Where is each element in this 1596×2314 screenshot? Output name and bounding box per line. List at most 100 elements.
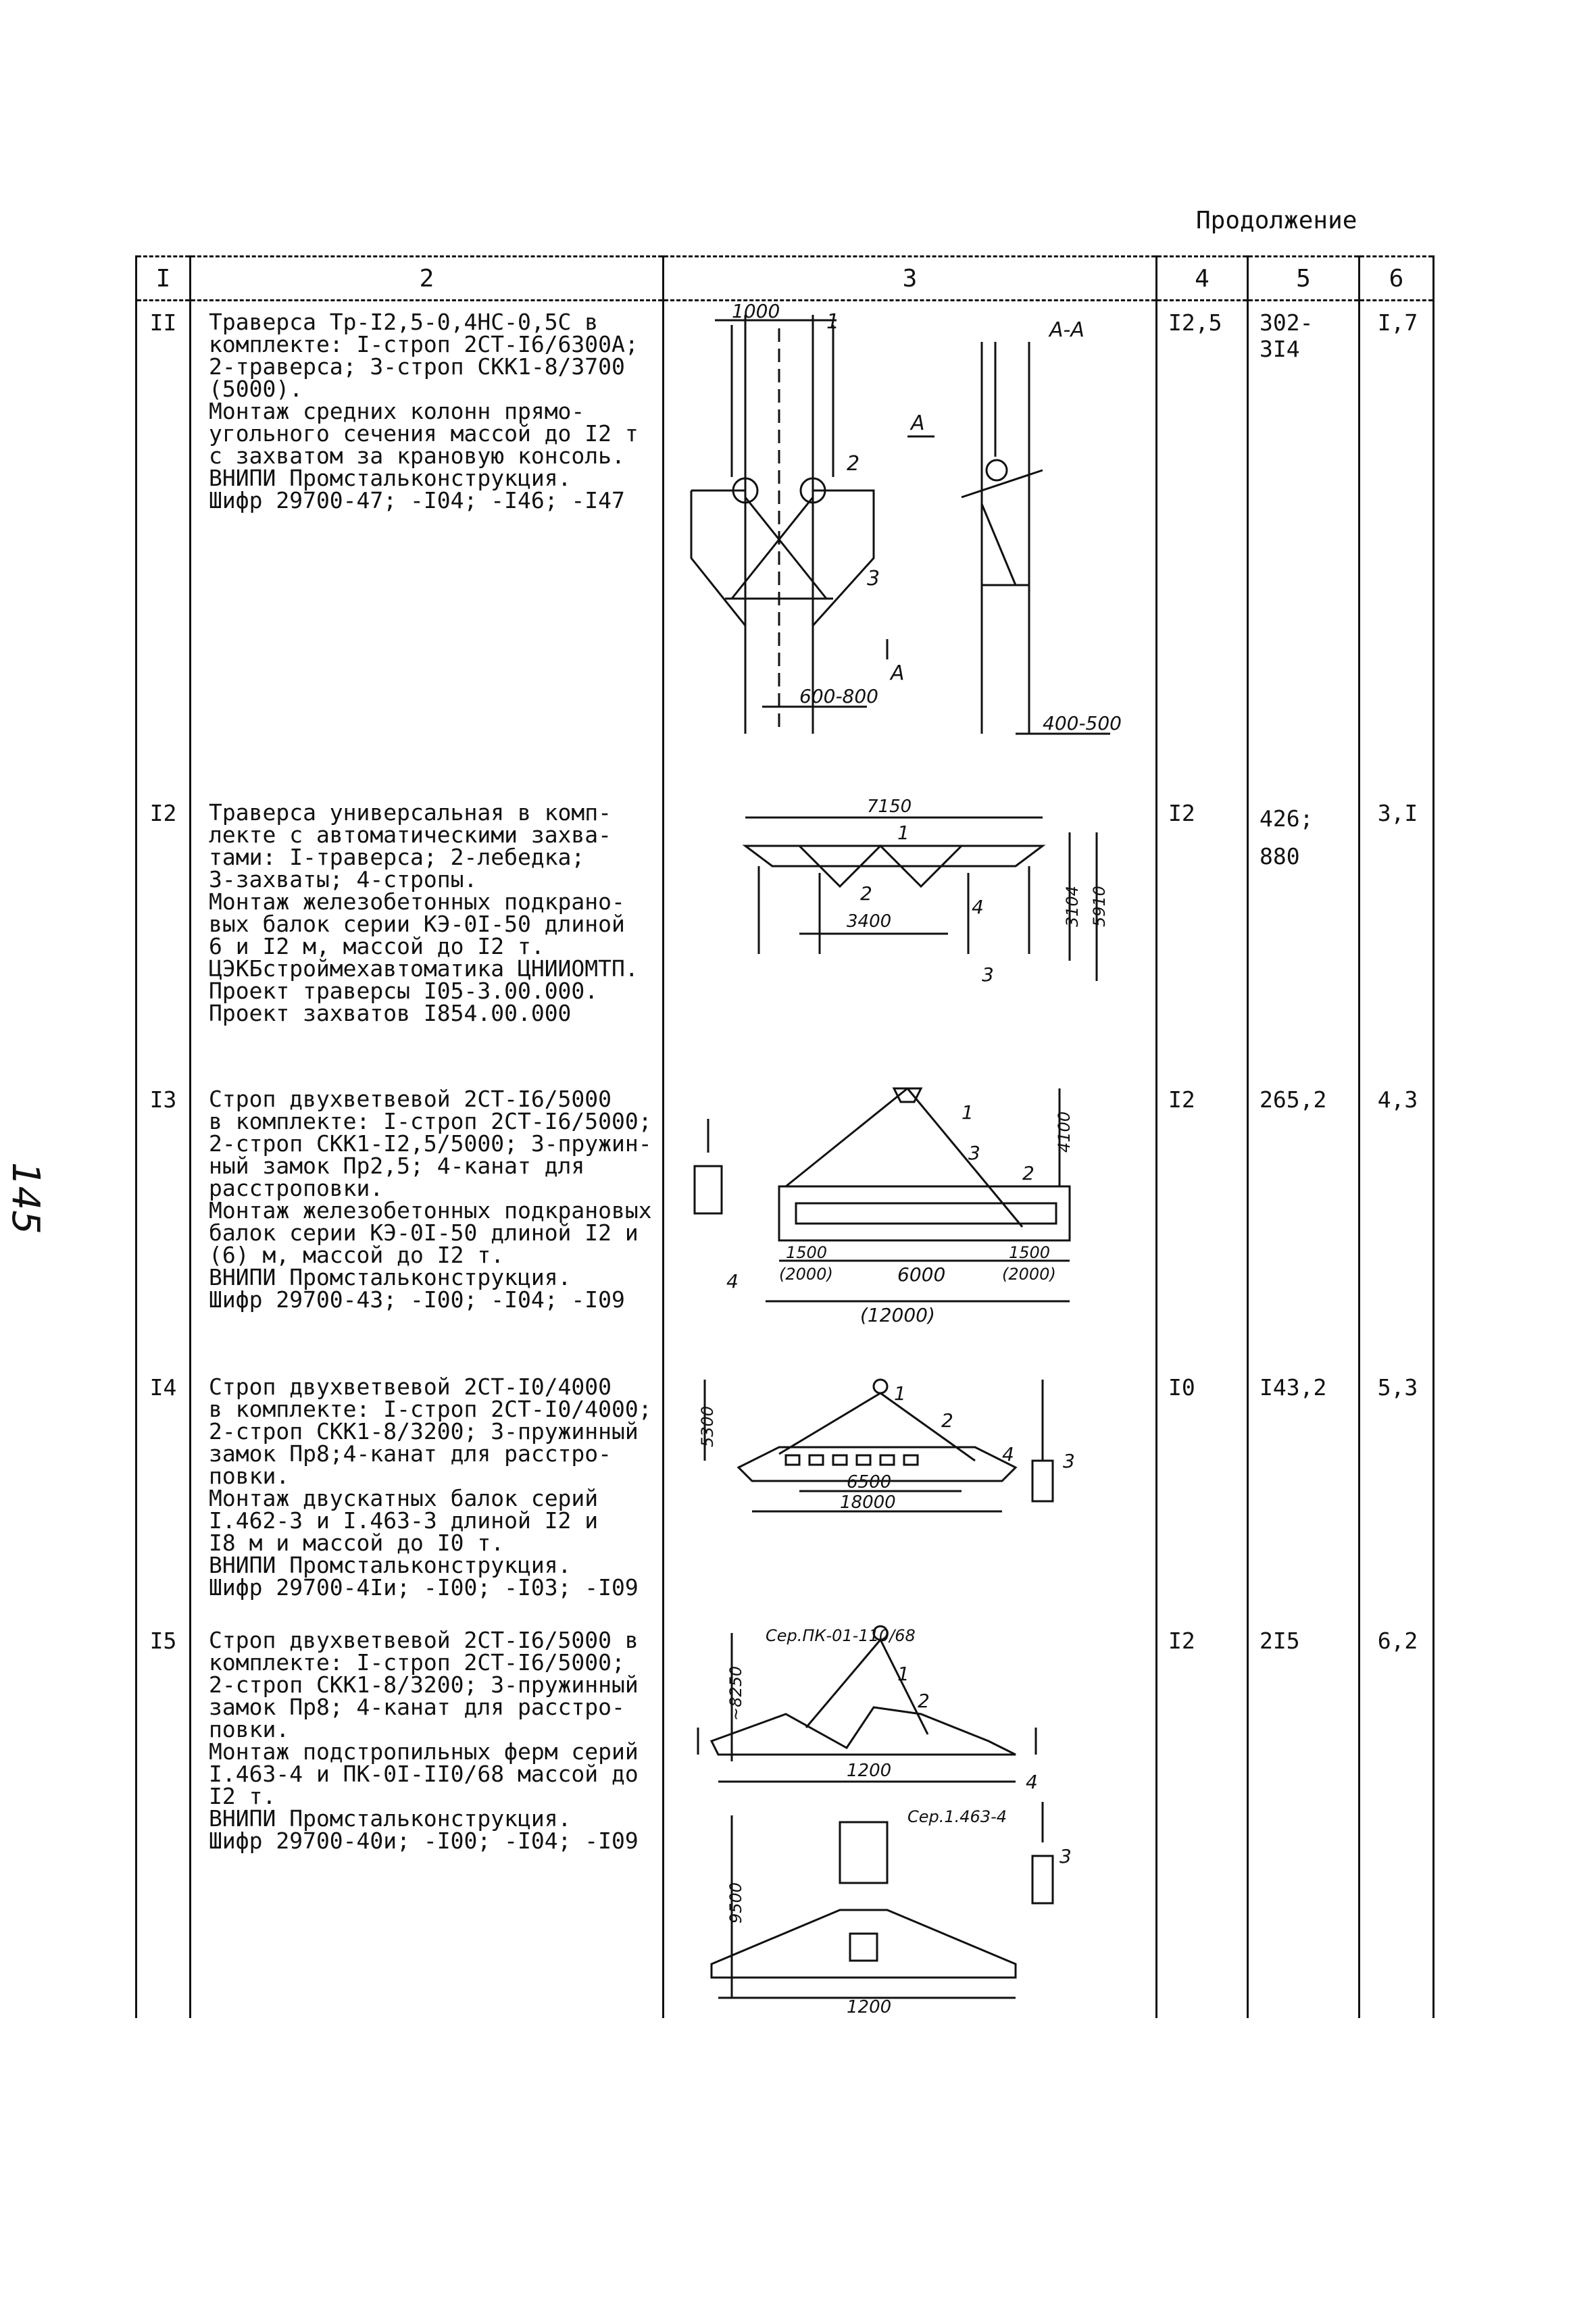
- desc-line: повки.: [209, 1716, 290, 1742]
- desc-line: Траверса универсальная в комп-: [209, 799, 612, 826]
- row-col5: 302- 3I4: [1247, 300, 1360, 792]
- desc-line: в комплекте: I-строп 2СТ-I6/5000;: [209, 1108, 652, 1134]
- callout-4: 4: [1026, 1771, 1038, 1793]
- two-leg-sling-truss-drawing: Сер.ПК-01-110/68 ~8250 1200 Сер.1.463-4 …: [697, 1625, 1072, 2017]
- desc-line: замок Пр8; 4-канат для расстро-: [209, 1694, 625, 1720]
- continuation-label: Продолжение: [1196, 207, 1357, 234]
- table-row: II Траверса Тр-I2,5-0,4НС-0,5С в комплек…: [135, 300, 1435, 792]
- header-col-1: I: [135, 255, 191, 301]
- row-description: Траверса Тр-I2,5-0,4НС-0,5С в комплекте:…: [189, 300, 664, 792]
- page-number: 145: [3, 1162, 47, 1234]
- row-number: I5: [135, 1619, 191, 2018]
- desc-line: ВНИПИ Промстальконструкция.: [209, 465, 572, 491]
- header-col-4: 4: [1155, 255, 1249, 301]
- row-figure: 5300 6500 18000 1 2 3 4: [662, 1366, 1157, 1619]
- dim-top: 7150: [867, 797, 912, 817]
- callout-1: 1: [894, 1382, 906, 1405]
- row-col6: 5,3: [1358, 1366, 1435, 1619]
- row-number: I3: [135, 1078, 191, 1366]
- row-figure: Сер.ПК-01-110/68 ~8250 1200 Сер.1.463-4 …: [662, 1619, 1157, 2018]
- row-col5: I43,2: [1247, 1366, 1360, 1619]
- desc-line: с захватом за крановую консоль.: [209, 443, 625, 469]
- desc-line: Монтаж железобетонных подкрановых: [209, 1197, 652, 1224]
- dim-v2: 5910: [1090, 886, 1109, 927]
- table-row: I3 Строп двухветвевой 2СТ-I6/5000 в комп…: [135, 1078, 1435, 1366]
- dim-1: 1500: [786, 1243, 827, 1262]
- desc-line: I.463-4 и ПК-0I-II0/68 массой до: [209, 1761, 639, 1787]
- desc-line: Шифр 29700-47; -I04; -I46; -I47: [209, 487, 625, 513]
- desc-line: ВНИПИ Промстальконструкция.: [209, 1552, 572, 1578]
- dim-v1: ~8250: [726, 1666, 745, 1721]
- dim-v: 5300: [698, 1406, 717, 1447]
- header-col-2: 2: [189, 255, 664, 301]
- main-table: I 2 3 4 5 6 II Траверса Тр-I2,5-0,4НС-0,…: [135, 255, 1435, 2018]
- desc-line: ВНИПИ Промстальконструкция.: [209, 1805, 572, 1832]
- desc-line: комплекте: I-строп 2СТ-I6/6300А;: [209, 331, 639, 357]
- row-description: Строп двухветвевой 2СТ-I6/5000 в комплек…: [189, 1078, 664, 1366]
- desc-line: лекте с автоматическими захва-: [209, 822, 612, 848]
- table-row: I2 Траверса универсальная в комп- лекте …: [135, 792, 1435, 1078]
- desc-line: Шифр 29700-4Iи; -I00; -I03; -I09: [209, 1574, 639, 1601]
- row-description: Траверса универсальная в комп- лекте с а…: [189, 792, 664, 1078]
- desc-line: тами: I-траверса; 2-лебедка;: [209, 844, 585, 870]
- row-figure: 7150 3400 3104 5910 1 2 3 4: [662, 792, 1157, 1078]
- desc-line: 6 и I2 м, массой до I2 т.: [209, 933, 545, 959]
- desc-line: Проект траверсы I05-3.00.000.: [209, 978, 599, 1004]
- table-row: I5 Строп двухветвевой 2СТ-I6/5000 в комп…: [135, 1619, 1435, 2018]
- dim-3b: (2000): [1002, 1265, 1056, 1284]
- callout-2: 2: [918, 1690, 930, 1712]
- desc-line: Строп двухветвевой 2СТ-I0/4000: [209, 1374, 612, 1400]
- traverse-column-drawing: 1000 1 2 3 А-А А А 600-800 400-500: [690, 301, 1122, 735]
- row-number: II: [135, 300, 191, 792]
- callout-1: 1: [897, 1663, 909, 1685]
- row-col6: 4,3: [1358, 1078, 1435, 1366]
- callout-1: 1: [826, 310, 839, 334]
- header-row: I 2 3 4 5 6: [135, 255, 1435, 301]
- callout-2: 2: [847, 452, 859, 476]
- desc-line: Монтаж двускатных балок серий: [209, 1485, 599, 1511]
- dim-a: 600-800: [799, 685, 878, 707]
- row-col4: I2: [1155, 1619, 1249, 2018]
- section-label: А-А: [1048, 318, 1084, 342]
- dim-total: (12000): [860, 1304, 935, 1326]
- desc-line: ВНИПИ Промстальконструкция.: [209, 1264, 572, 1290]
- row-col4: I2: [1155, 792, 1249, 1078]
- dim-1b: (2000): [779, 1265, 833, 1284]
- dim-mid: 3400: [847, 911, 891, 932]
- desc-line: I2 т.: [209, 1783, 276, 1809]
- universal-traverse-drawing: 7150 3400 3104 5910 1 2 3 4: [742, 797, 1109, 986]
- callout-4: 4: [726, 1270, 739, 1292]
- desc-line: Шифр 29700-40и; -I00; -I04; -I09: [209, 1828, 639, 1854]
- series-2: Сер.1.463-4: [907, 1807, 1007, 1826]
- desc-line: 3-захваты; 4-стропы.: [209, 866, 478, 892]
- callout-3: 3: [1063, 1450, 1075, 1472]
- callout-1: 1: [962, 1101, 974, 1124]
- desc-line: Траверса Тр-I2,5-0,4НС-0,5С в: [209, 309, 599, 335]
- callout-3: 3: [867, 567, 880, 590]
- row-figure: 4100 1500 (2000) 6000 1500 (2000) (12000…: [662, 1078, 1157, 1366]
- desc-line: (6) м, массой до I2 т.: [209, 1242, 505, 1268]
- width-2: 1200: [847, 1997, 891, 2017]
- desc-line: 2-строп СКК1-I2,5/5000; 3-пружин-: [209, 1130, 652, 1157]
- callout-4: 4: [972, 896, 984, 918]
- desc-line: 2-траверса; 3-строп СКК1-8/3700: [209, 353, 625, 380]
- callout-1: 1: [897, 822, 909, 844]
- desc-line: Шифр 29700-43; -I00; -I04; -I09: [209, 1286, 625, 1313]
- dim-1: 6500: [847, 1472, 891, 1492]
- header-col-6: 6: [1358, 255, 1435, 301]
- desc-line: Проект захватов I854.00.000: [209, 1000, 572, 1026]
- desc-line: 2-строп СКК1-8/3200; 3-пружинный: [209, 1418, 639, 1444]
- series-1: Сер.ПК-01-110/68: [766, 1626, 916, 1645]
- dim-v1: 3104: [1063, 886, 1082, 927]
- dim-2: 18000: [840, 1492, 896, 1513]
- row-col5: 2I5: [1247, 1619, 1360, 2018]
- dim-b: 400-500: [1043, 712, 1122, 734]
- callout-3: 3: [1059, 1845, 1072, 1867]
- desc-line: расстроповки.: [209, 1175, 384, 1201]
- desc-line: ный замок Пр2,5; 4-канат для: [209, 1153, 585, 1179]
- callout-3: 3: [982, 963, 994, 986]
- row-number: I2: [135, 792, 191, 1078]
- header-col-5: 5: [1247, 255, 1360, 301]
- desc-line: угольного сечения массой до I2 т: [209, 420, 639, 447]
- row-col5: 426; 880: [1247, 792, 1360, 1078]
